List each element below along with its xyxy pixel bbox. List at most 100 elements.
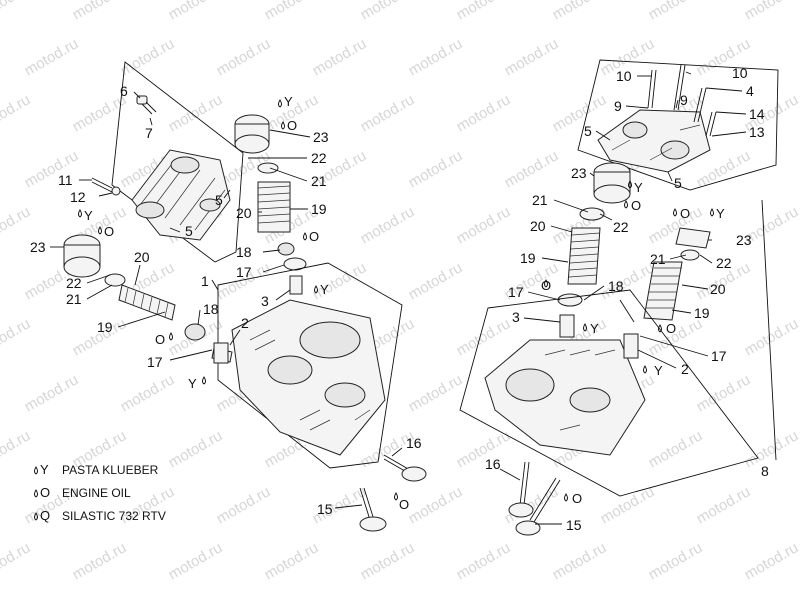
callout-17: 17 [711, 348, 727, 364]
callout-20: 20 [236, 205, 252, 221]
bolt-6 [136, 95, 157, 115]
watermark-text: motod.ru [0, 203, 33, 247]
callout-10: 10 [732, 65, 748, 81]
lubricant-y-tag: Y [84, 208, 93, 223]
callout-16: 16 [406, 435, 422, 451]
legend: Y PASTA KLUEBER O ENGINE OIL Q SILASTIC … [34, 462, 166, 523]
lubricant-y-tag: Y [634, 180, 643, 195]
legend-text: SILASTIC 732 RTV [62, 509, 166, 523]
callout-23: 23 [30, 239, 46, 255]
watermark-text: motod.ru [646, 427, 706, 471]
callout-22: 22 [613, 219, 629, 235]
left-cylinder-head-assembly [50, 61, 427, 532]
watermark-text: motod.ru [550, 0, 610, 23]
watermark-text: motod.ru [454, 0, 514, 23]
legend-symbol: O [40, 485, 50, 500]
left-drop-icons [78, 99, 398, 501]
right-cam-housing-outline [577, 59, 779, 191]
callout-21: 21 [311, 173, 327, 189]
right-head-outline [459, 289, 759, 497]
lubricant-o-tag: O [572, 491, 582, 506]
callout-5: 5 [674, 175, 682, 191]
callout-9: 9 [614, 98, 622, 114]
watermark-text: motod.ru [454, 203, 514, 247]
callout-20: 20 [710, 281, 726, 297]
legend-symbol: Y [40, 462, 49, 477]
callout-15: 15 [566, 517, 582, 533]
right-cam-bolts [647, 64, 717, 137]
lubricant-o-tag: O [666, 321, 676, 336]
callout-14: 14 [749, 106, 765, 122]
left-valves [359, 454, 427, 532]
watermark-text: motod.ru [406, 483, 466, 527]
left-valve-parts-upper [234, 114, 307, 271]
lubricant-o-tag: O [541, 278, 551, 293]
legend-item-y: Y PASTA KLUEBER [34, 462, 159, 477]
watermark-text: motod.ru [0, 315, 33, 359]
watermark-text: motod.ru [646, 0, 706, 23]
watermark-text: motod.ru [0, 539, 33, 583]
right-cylinder-head-assembly [459, 59, 779, 536]
callout-2: 2 [241, 315, 249, 331]
watermark-text: motod.ru [0, 0, 33, 23]
watermark-text: motod.ru [454, 539, 514, 583]
lubricant-y-tag: Y [320, 282, 329, 297]
watermark-text: motod.ru [742, 0, 800, 23]
right-drop-icons [544, 180, 714, 502]
callout-19: 19 [520, 250, 536, 266]
watermark-text: motod.ru [598, 483, 658, 527]
callout-4: 4 [746, 83, 754, 99]
callout-22: 22 [716, 255, 732, 271]
callout-12: 12 [70, 189, 86, 205]
callout-3: 3 [261, 293, 269, 309]
callout-3: 3 [512, 309, 520, 325]
lubricant-o-tag: O [680, 206, 690, 221]
callout-21: 21 [650, 251, 666, 267]
callout-18: 18 [203, 301, 219, 317]
watermark-text: motod.ru [166, 539, 226, 583]
callout-21: 21 [532, 192, 548, 208]
left-head-outline [217, 262, 403, 469]
lubricant-o-tag: O [631, 198, 641, 213]
left-cylinder-head-part [213, 275, 386, 456]
callout-19: 19 [311, 201, 327, 217]
callout-5: 5 [215, 192, 223, 208]
callout-19: 19 [97, 319, 113, 335]
callout-2: 2 [681, 361, 689, 377]
lubricant-o-tag: O [399, 497, 409, 512]
watermark-text: motod.ru [118, 371, 178, 415]
watermark-text: motod.ru [70, 0, 130, 23]
callout-20: 20 [530, 218, 546, 234]
watermark-text: motod.ru [742, 315, 800, 359]
watermark-text: motod.ru [0, 427, 33, 471]
lubricant-y-tag: Y [284, 94, 293, 109]
callout-16: 16 [485, 456, 501, 472]
watermark-text: motod.ru [262, 0, 322, 23]
callout-6: 6 [120, 83, 128, 99]
watermark-text: motod.ru [22, 35, 82, 79]
watermark-text: motod.ru [358, 203, 418, 247]
bolt-11-12 [91, 177, 121, 196]
callout-23: 23 [571, 165, 587, 181]
watermark-text: motod.ru [454, 315, 514, 359]
lubricant-o-tag: O [104, 224, 114, 239]
watermark-text: motod.ru [694, 371, 754, 415]
watermark-text: motod.ru [70, 539, 130, 583]
drop-icon [34, 489, 38, 498]
watermark-text: motod.ru [406, 259, 466, 303]
callout-19: 19 [694, 305, 710, 321]
legend-item-o: O ENGINE OIL [34, 485, 131, 500]
lubricant-o-tag: O [155, 332, 165, 347]
lubricant-y-tag: Y [188, 376, 197, 391]
right-valves [508, 461, 561, 536]
lubricant-y-tag: Y [654, 363, 663, 378]
left-cam-housing-part [131, 149, 231, 241]
lubricant-y-tag: Y [716, 206, 725, 221]
watermark-text: motod.ru [550, 91, 610, 135]
watermark-text: motod.ru [22, 371, 82, 415]
callout-17: 17 [147, 354, 163, 370]
watermark-text: motod.ru [454, 91, 514, 135]
watermark-text: motod.ru [214, 35, 274, 79]
left-valve-parts-lower [63, 234, 233, 363]
